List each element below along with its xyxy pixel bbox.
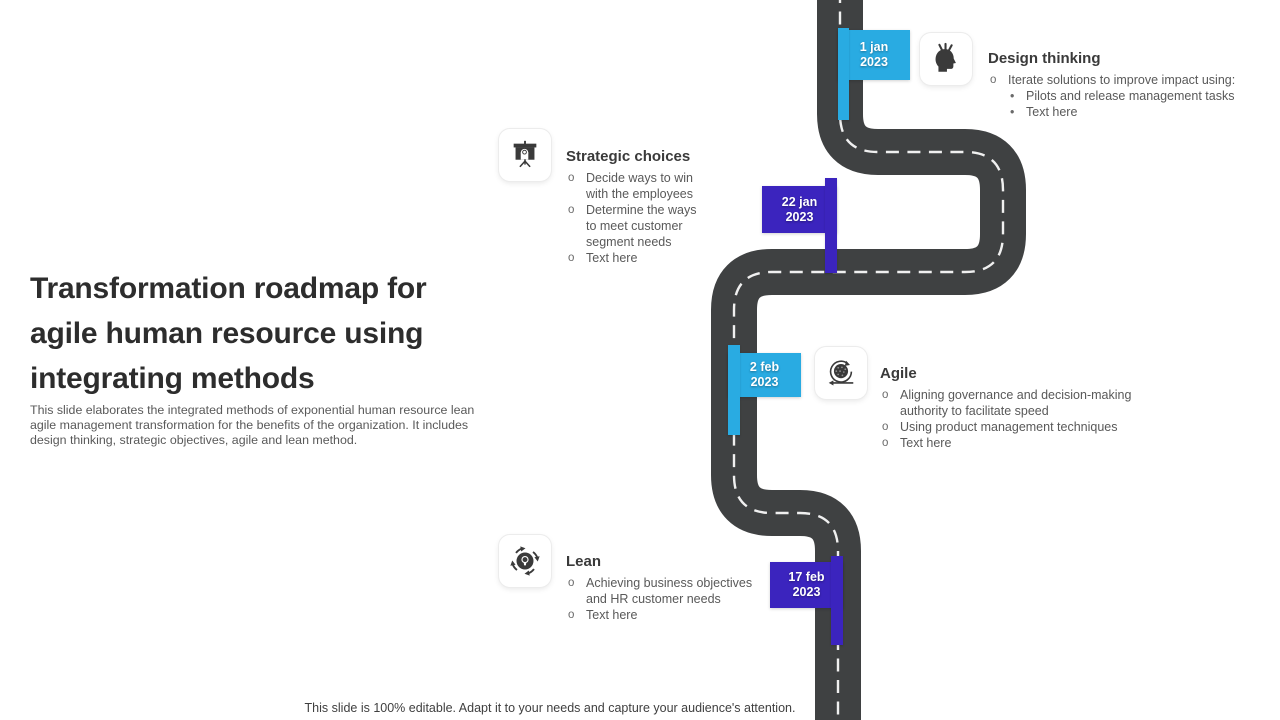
bullet-item: Aligning governance and decision-making … — [880, 387, 1152, 419]
milestone-bullet-list: Achieving business objectives and HR cus… — [566, 575, 756, 623]
flag-date-line2: 2023 — [792, 585, 821, 599]
milestone-bullet-list: Iterate solutions to improve impact usin… — [988, 72, 1280, 121]
bullet-item: Using product management techniques — [880, 419, 1152, 435]
bullet-item: Text here — [988, 104, 1280, 120]
date-flag-lean: 17 feb 2023 — [770, 556, 843, 645]
milestone-strategic-choices: Strategic choices Decide ways to win wit… — [566, 148, 706, 266]
date-flag-strategic-choices: 22 jan 2023 — [762, 178, 837, 273]
lean-icon-card — [499, 535, 551, 587]
flag-pole — [825, 178, 837, 273]
flag-date-line1: 22 jan — [781, 194, 818, 209]
road-centerline — [732, 0, 1005, 720]
flag-date-line2: 2023 — [860, 55, 888, 69]
milestone-agile: Agile Aligning governance and decision-m… — [880, 365, 1152, 451]
milestone-title: Agile — [880, 365, 917, 382]
design-thinking-icon-card — [920, 33, 972, 85]
bullet-item: Pilots and release management tasks — [988, 88, 1280, 104]
page-title-line-1: Transformation roadmap for — [30, 272, 427, 305]
milestone-title: Lean — [566, 553, 602, 570]
flag-pole — [831, 556, 843, 645]
page-title-line-3: integrating methods — [30, 362, 315, 395]
page-title-line-2: agile human resource using — [30, 317, 424, 350]
flag-date-line1: 2 feb — [749, 360, 780, 374]
strategic-choices-icon-card — [499, 129, 551, 181]
bullet-item: Iterate solutions to improve impact usin… — [988, 72, 1280, 88]
date-flag-design-thinking: 1 jan 2023 — [838, 28, 910, 120]
milestone-bullet-list: Decide ways to win with the employees De… — [566, 170, 706, 266]
milestone-design-thinking: Design thinking Iterate solutions to imp… — [988, 50, 1280, 120]
flag-date-line1: 1 jan — [859, 40, 889, 54]
date-flag-agile: 2 feb 2023 — [728, 345, 801, 435]
flag-pole — [838, 28, 849, 120]
milestone-bullet-list: Aligning governance and decision-making … — [880, 387, 1152, 451]
presentation-board-icon — [513, 140, 537, 168]
flag-date-line1: 17 feb — [788, 570, 825, 584]
head-with-pencils-icon — [935, 42, 956, 72]
flag-date-line2: 2023 — [750, 375, 779, 389]
bullet-item: Achieving business objectives and HR cus… — [566, 575, 756, 607]
slide-footer: This slide is 100% editable. Adapt it to… — [304, 701, 796, 715]
lightbulb-cycle-icon — [510, 546, 540, 576]
agile-icon-card — [815, 347, 867, 399]
flag-pole — [728, 345, 740, 435]
bullet-item: Text here — [566, 250, 706, 266]
bullet-item: Text here — [880, 435, 1152, 451]
bullet-item: Decide ways to win with the employees — [566, 170, 706, 202]
milestone-lean: Lean Achieving business objectives and H… — [566, 553, 756, 623]
sprint-cycle-icon — [828, 360, 854, 386]
flag-date-line2: 2023 — [785, 209, 814, 224]
milestone-title: Strategic choices — [566, 148, 691, 165]
page-title: Transformation roadmap for agile human r… — [30, 266, 508, 401]
milestone-title: Design thinking — [988, 50, 1101, 67]
bullet-item: Determine the ways to meet customer segm… — [566, 202, 706, 250]
bullet-item: Text here — [566, 607, 756, 623]
page-subtitle: This slide elaborates the integrated met… — [30, 403, 475, 447]
